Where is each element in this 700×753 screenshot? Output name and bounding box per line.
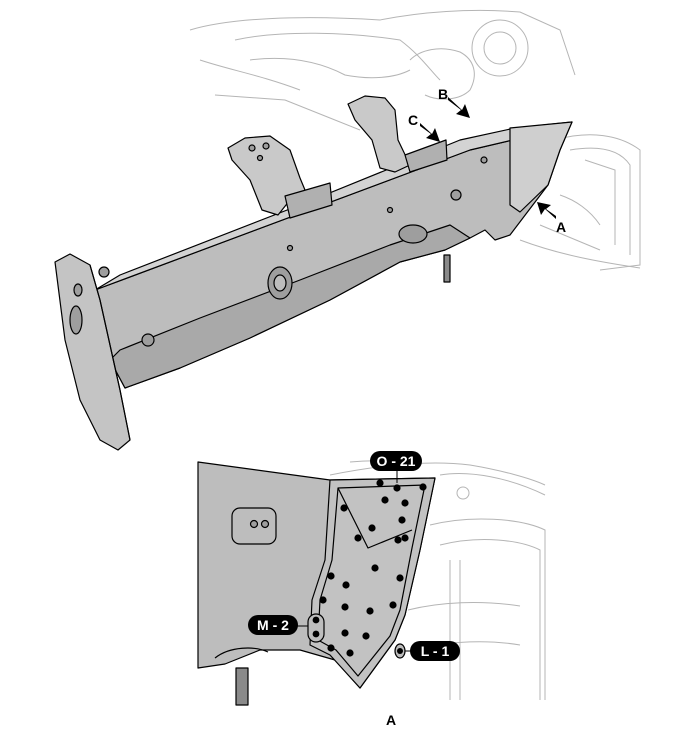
front-side-member [54,95,573,451]
weld-spot [342,581,350,589]
label-l1-text: L - 1 [421,643,450,659]
weld-spot [401,534,409,542]
callout-a-label: A [556,219,566,235]
weld-spot [327,644,335,652]
weld-spot [341,603,349,611]
callout-c-label: C [408,112,418,128]
label-l1: L - 1 [405,641,460,661]
background-body-structure-top [189,9,641,271]
weld-spot [394,536,402,544]
weld-spot [340,504,348,512]
weld-spot [346,649,354,657]
arrow-a-icon [537,202,556,219]
weld-spot [368,524,376,532]
weld-spot [419,483,427,491]
callout-b-label: B [438,86,448,102]
arrow-c-icon [420,123,440,142]
weld-spot [401,499,409,507]
weld-spot [354,534,362,542]
m2-weld-group [307,613,325,643]
weld-spot [319,596,327,604]
label-o21: O - 21 [370,451,422,483]
weld-spot [389,601,397,609]
weld-spots [319,479,427,657]
label-m2: M - 2 [248,615,308,635]
callout-b: B [438,86,470,118]
label-o21-text: O - 21 [377,453,416,469]
background-body-structure-detail [329,460,546,700]
weld-spot [381,496,389,504]
weld-spot [376,479,384,487]
l1-weld [394,643,406,659]
weld-spot [371,564,379,572]
weld-spot [396,574,404,582]
callout-c: C [408,112,440,142]
callout-a: A [537,202,566,235]
arrow-b-icon [448,97,470,118]
weld-spot [366,607,374,615]
weld-spot [393,484,401,492]
weld-spot [341,629,349,637]
weld-spot [327,572,335,580]
weld-spot [362,632,370,640]
weld-spot [398,516,406,524]
label-m2-text: M - 2 [257,617,289,633]
detail-member [197,461,436,706]
detail-caption: A [385,712,397,728]
